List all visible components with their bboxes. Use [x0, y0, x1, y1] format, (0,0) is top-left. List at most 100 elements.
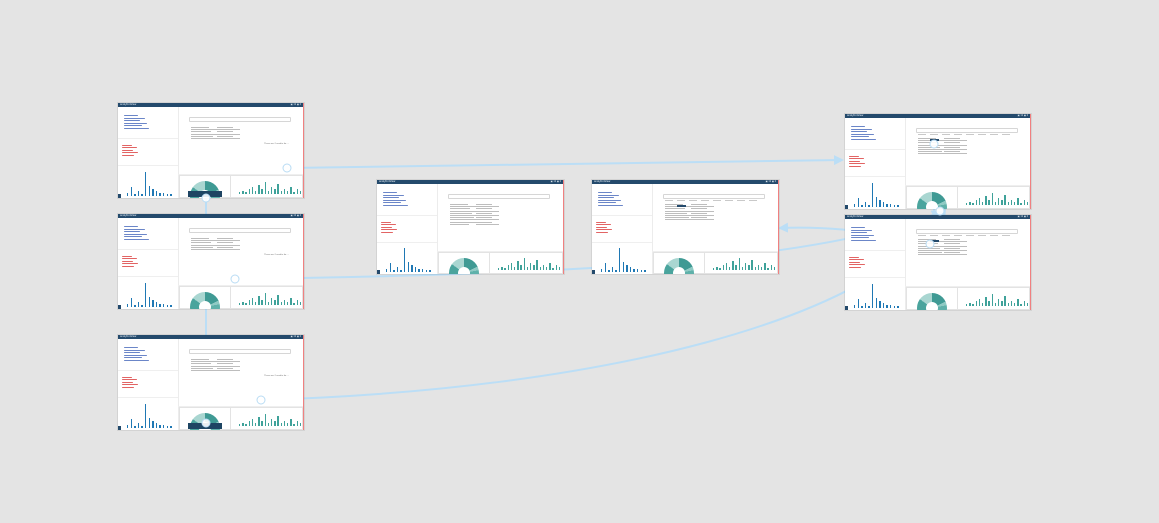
- tab-label[interactable]: [930, 235, 938, 236]
- nav-link[interactable]: [851, 232, 867, 233]
- nav-link[interactable]: [598, 205, 623, 206]
- tab-label[interactable]: [1002, 134, 1010, 135]
- screen-thumbnail[interactable]: analyticsView▣ 11 ▣ 2: [377, 180, 564, 274]
- nav-link[interactable]: [124, 115, 138, 116]
- alert-link[interactable]: [596, 222, 606, 223]
- nav-link[interactable]: [383, 202, 401, 204]
- alert-link[interactable]: [849, 158, 864, 160]
- nav-link[interactable]: [851, 133, 874, 135]
- alert-link[interactable]: [849, 259, 864, 261]
- tab-label[interactable]: [725, 200, 733, 201]
- nav-link[interactable]: [851, 126, 865, 127]
- alert-link[interactable]: [122, 152, 138, 153]
- transition-node-frame3-donut[interactable]: [201, 418, 211, 428]
- tab-label[interactable]: [966, 235, 974, 236]
- alert-link[interactable]: [122, 256, 132, 257]
- alert-link[interactable]: [381, 224, 396, 226]
- nav-link[interactable]: [124, 228, 145, 230]
- nav-link[interactable]: [124, 357, 142, 359]
- alert-link[interactable]: [849, 266, 861, 268]
- alert-link[interactable]: [122, 265, 134, 267]
- screen-thumbnail[interactable]: analyticsView▣ 11 ▣ 2: [845, 114, 1031, 209]
- nav-link[interactable]: [124, 120, 140, 121]
- transition-node-frame3[interactable]: [256, 395, 266, 405]
- nav-link[interactable]: [851, 234, 874, 236]
- transition-node-frame7[interactable]: [925, 239, 935, 249]
- alert-link[interactable]: [122, 381, 133, 383]
- tab-label[interactable]: [918, 235, 926, 236]
- transition-node-frame1[interactable]: [282, 163, 292, 173]
- alert-link[interactable]: [849, 156, 859, 157]
- query-input[interactable]: [916, 229, 1018, 234]
- tab-label[interactable]: [665, 200, 673, 201]
- nav-link[interactable]: [598, 197, 614, 198]
- nav-link[interactable]: [598, 194, 619, 196]
- alert-link[interactable]: [122, 263, 138, 264]
- alert-link[interactable]: [596, 231, 608, 233]
- alert-link[interactable]: [849, 165, 861, 167]
- nav-link[interactable]: [851, 240, 876, 241]
- nav-link[interactable]: [851, 128, 872, 130]
- alert-link[interactable]: [849, 257, 859, 258]
- tab-label[interactable]: [966, 134, 974, 135]
- transition-node-frame1-donut[interactable]: [201, 193, 211, 203]
- alert-link[interactable]: [122, 147, 137, 149]
- tab-label[interactable]: [749, 200, 757, 201]
- transition-node-frame6-donut[interactable]: [935, 206, 945, 216]
- tab-label[interactable]: [990, 134, 998, 135]
- nav-link[interactable]: [383, 192, 397, 193]
- alert-link[interactable]: [596, 226, 607, 228]
- nav-link[interactable]: [124, 354, 147, 356]
- alert-link[interactable]: [381, 226, 392, 228]
- nav-link[interactable]: [124, 122, 147, 124]
- nav-link[interactable]: [124, 117, 145, 119]
- nav-link[interactable]: [124, 125, 142, 127]
- query-input[interactable]: [189, 349, 291, 354]
- query-input[interactable]: [189, 228, 291, 233]
- nav-link[interactable]: [383, 199, 406, 201]
- nav-link[interactable]: [124, 349, 145, 351]
- tab-label[interactable]: [701, 200, 709, 201]
- tab-label[interactable]: [942, 235, 950, 236]
- alert-link[interactable]: [122, 377, 132, 378]
- nav-link[interactable]: [124, 360, 149, 361]
- nav-link[interactable]: [851, 229, 872, 231]
- nav-link[interactable]: [124, 236, 142, 238]
- nav-link[interactable]: [124, 347, 138, 348]
- nav-link[interactable]: [598, 192, 612, 193]
- nav-link[interactable]: [598, 199, 621, 201]
- alert-link[interactable]: [381, 229, 397, 230]
- nav-link[interactable]: [851, 136, 869, 138]
- alert-link[interactable]: [122, 258, 137, 260]
- nav-link[interactable]: [851, 131, 867, 132]
- nav-link[interactable]: [851, 139, 876, 140]
- nav-link[interactable]: [124, 239, 149, 240]
- screen-thumbnail[interactable]: analyticsView▣ 11 ▣ 2: [845, 215, 1031, 310]
- alert-link[interactable]: [381, 231, 393, 233]
- tab-label[interactable]: [990, 235, 998, 236]
- active-tab[interactable]: [677, 205, 686, 207]
- nav-link[interactable]: [124, 128, 149, 129]
- nav-link[interactable]: [124, 226, 138, 227]
- tab-label[interactable]: [677, 200, 685, 201]
- query-input[interactable]: [448, 194, 550, 199]
- query-input[interactable]: [663, 194, 765, 199]
- nav-link[interactable]: [383, 205, 408, 206]
- query-input[interactable]: [189, 117, 291, 122]
- alert-link[interactable]: [122, 379, 137, 381]
- alert-link[interactable]: [122, 145, 132, 146]
- active-tab[interactable]: [930, 240, 939, 242]
- nav-link[interactable]: [851, 237, 869, 239]
- tab-label[interactable]: [689, 200, 697, 201]
- tab-label[interactable]: [918, 134, 926, 135]
- tab-label[interactable]: [930, 134, 938, 135]
- nav-link[interactable]: [598, 202, 616, 204]
- nav-link[interactable]: [383, 194, 404, 196]
- nav-link[interactable]: [383, 197, 399, 198]
- alert-link[interactable]: [381, 222, 391, 223]
- query-input[interactable]: [916, 128, 1018, 133]
- alert-link[interactable]: [122, 384, 138, 385]
